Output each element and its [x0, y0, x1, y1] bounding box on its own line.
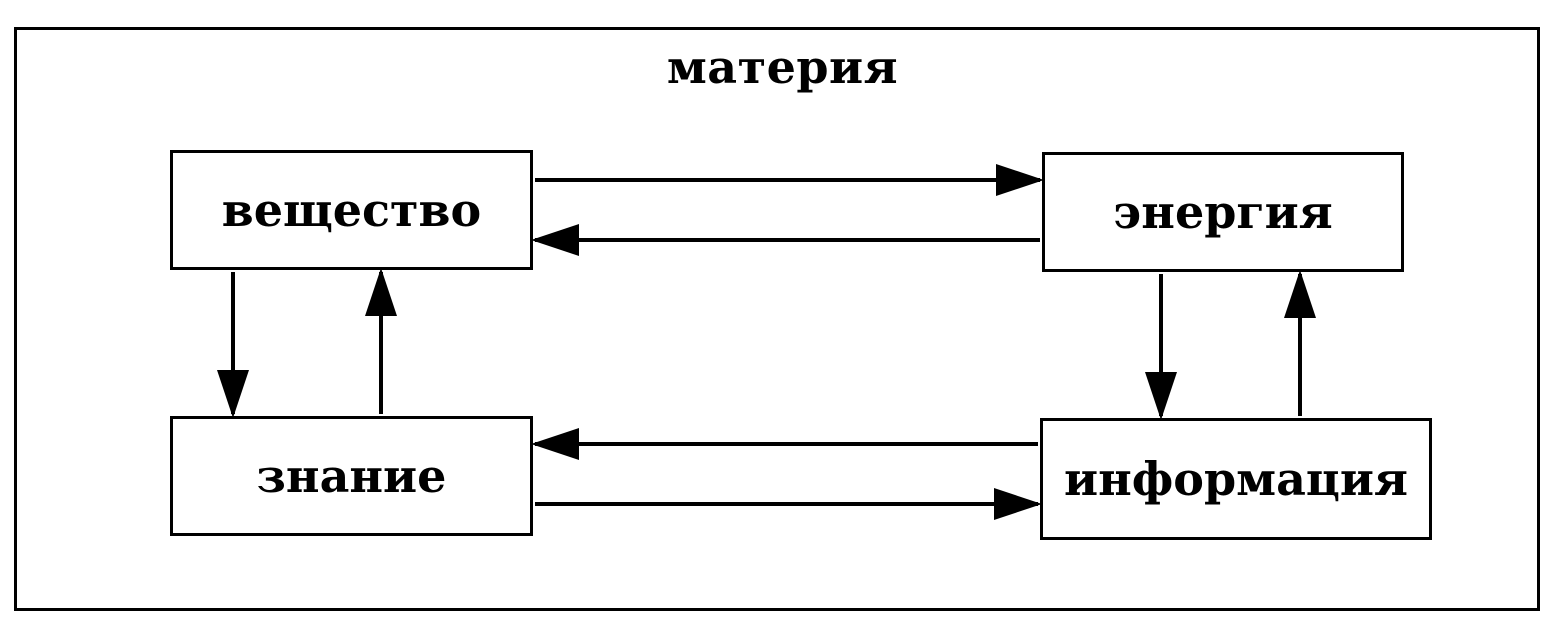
diagram-title: материя	[666, 40, 899, 94]
node-substance: вещество	[170, 150, 533, 270]
matter-frame	[14, 27, 1540, 611]
node-energy: энергия	[1042, 152, 1404, 272]
node-knowledge: знание	[170, 416, 533, 536]
node-information: информация	[1040, 418, 1432, 540]
